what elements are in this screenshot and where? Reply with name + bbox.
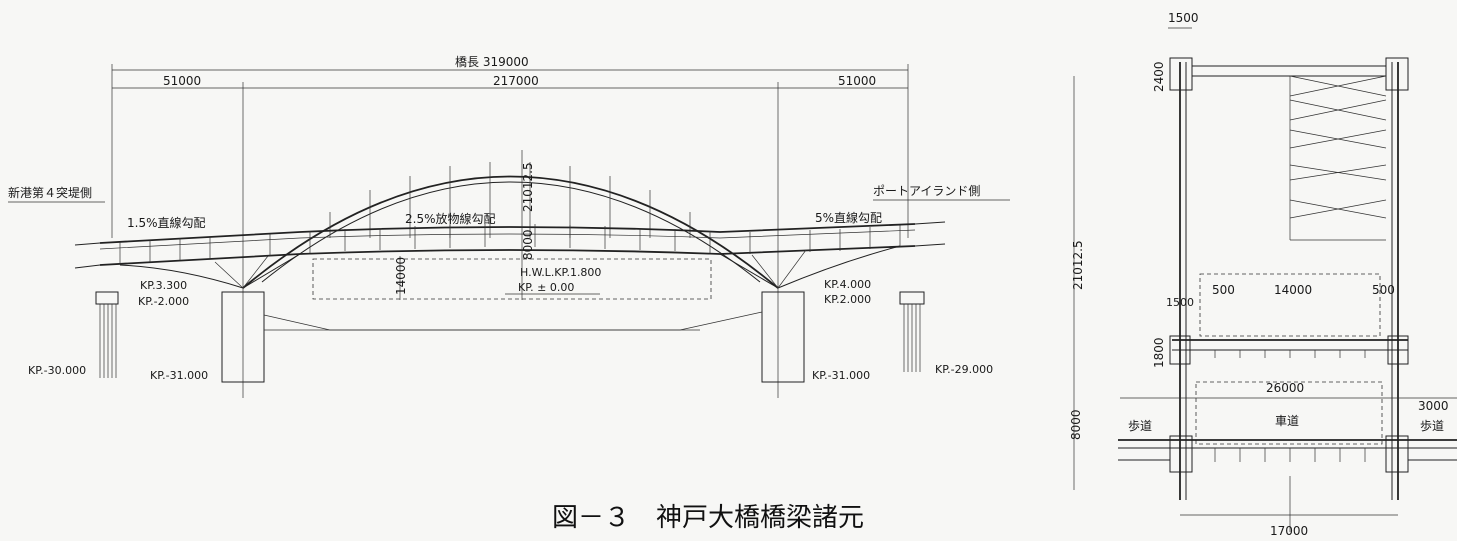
- deck-verticals: [119, 224, 901, 264]
- bracket-label: 1500: [1166, 296, 1194, 309]
- kp-left-bottom: KP.-2.000: [138, 295, 189, 308]
- elevation-view: 橋長 319000 51000 217000 51000: [8, 55, 1010, 398]
- girder-depth-label: 8000: [521, 229, 535, 260]
- kp-left-top: KP.3.300: [140, 279, 187, 292]
- piles-left: [99, 304, 117, 378]
- sidewalk-left-label: 歩道: [1128, 418, 1152, 433]
- edge-left-label: 500: [1212, 283, 1235, 297]
- hwl-label: H.W.L.KP.1.800: [520, 266, 601, 279]
- top-width-label: 1500: [1168, 11, 1199, 25]
- span-left-label: 51000: [163, 74, 201, 88]
- clearance-label: 14000: [394, 257, 408, 295]
- abutment-left: [95, 291, 119, 305]
- top-depth-label: 2400: [1152, 61, 1166, 92]
- arch-rib-outer: [242, 175, 779, 289]
- kp-pile-right: KP.-29.000: [935, 363, 993, 376]
- cross-section-view: 1500 2400 21012.5 500 14000 500 1500 180…: [1069, 11, 1457, 538]
- lower-depth-label: 8000: [1069, 409, 1083, 440]
- navigation-clearance: [312, 258, 712, 300]
- height-label: 21012.5: [1071, 240, 1085, 290]
- figure-caption: 図－３ 神戸大橋橋梁諸元: [552, 503, 864, 533]
- bottom-width-label: 17000: [1270, 524, 1308, 538]
- kp-right-top: KP.4.000: [824, 278, 871, 291]
- sidewalk-width-label: 3000: [1418, 399, 1449, 413]
- arch-rise-label: 21012.5: [521, 162, 535, 212]
- total-length-label: 橋長 319000: [455, 55, 529, 69]
- upper-depth-label: 1800: [1152, 337, 1166, 368]
- left-side-label: 新港第４突堤側: [8, 185, 92, 200]
- abutment-right: [899, 291, 925, 305]
- pier-left: [221, 291, 265, 383]
- grade-right-label: 5%直線勾配: [815, 210, 882, 225]
- deck-inner-label: 14000: [1274, 283, 1312, 297]
- span-center-label: 217000: [493, 74, 539, 88]
- kp-pier-left: KP.-31.000: [150, 369, 208, 382]
- grade-center-label: 2.5%放物線勾配: [405, 211, 496, 226]
- lower-width-label: 26000: [1266, 381, 1304, 395]
- grade-left-label: 1.5%直線勾配: [127, 215, 206, 230]
- span-right-label: 51000: [838, 74, 876, 88]
- kp-right-bottom: KP.2.000: [824, 293, 871, 306]
- sidewalk-right-label: 歩道: [1420, 418, 1444, 433]
- edge-right-label: 500: [1372, 283, 1395, 297]
- right-side-label: ポートアイランド側: [873, 184, 980, 198]
- kp-pile-left: KP.-30.000: [28, 364, 86, 377]
- roadway-label: 車道: [1275, 414, 1299, 428]
- piles-right: [903, 304, 921, 372]
- lateral-bracing: [1289, 75, 1387, 240]
- deck-top-chord: [99, 223, 916, 244]
- kp-zero-label: KP. ± 0.00: [518, 281, 574, 294]
- pier-right: [761, 291, 805, 383]
- arch-rib-inner: [261, 181, 761, 283]
- deck-bottom-chord: [99, 245, 916, 266]
- kp-pier-right: KP.-31.000: [812, 369, 870, 382]
